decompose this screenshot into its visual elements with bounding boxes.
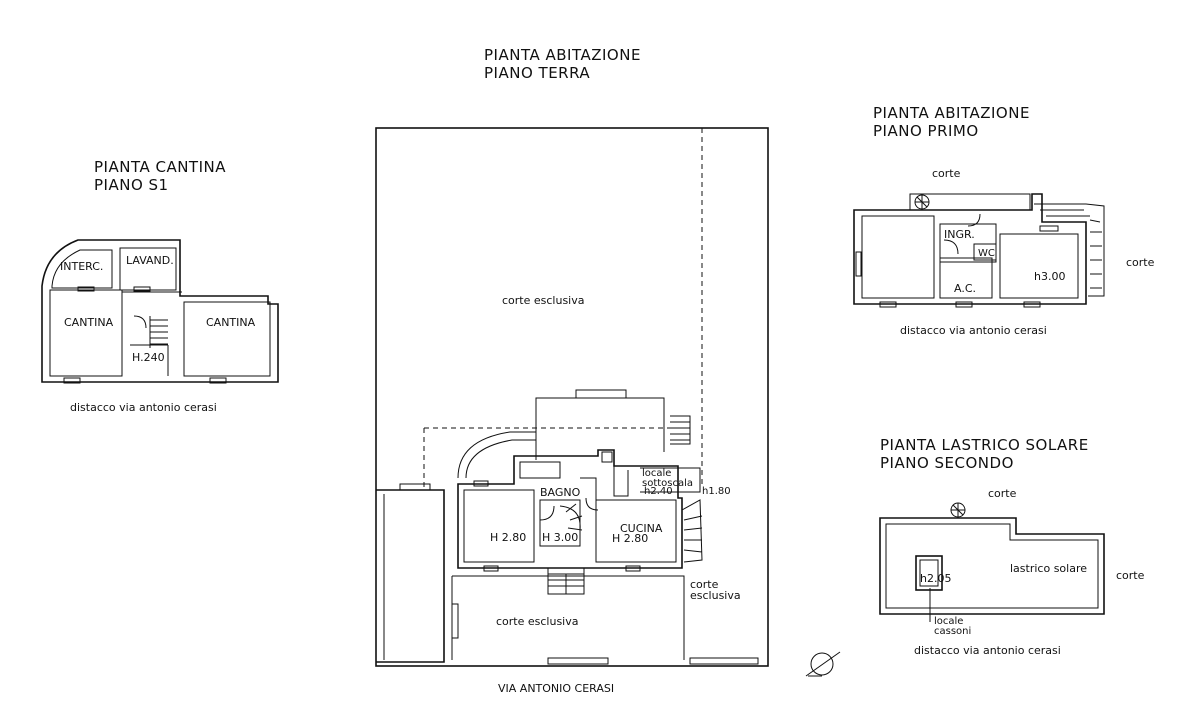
primo-outline bbox=[853, 193, 1087, 305]
terrace-curve bbox=[457, 431, 536, 479]
cantina-window bbox=[133, 286, 151, 292]
terra-title-1: PIANTA ABITAZIONE bbox=[484, 46, 641, 64]
court-gate-right bbox=[689, 657, 759, 665]
stair-height: h1.80 bbox=[702, 486, 731, 497]
secondo-title-2: PIANO SECONDO bbox=[880, 454, 1014, 472]
cantina-window bbox=[209, 377, 227, 384]
room-ingr: INGR. bbox=[944, 228, 975, 241]
sottoscala-height: h2.40 bbox=[644, 486, 673, 497]
corte-esclusiva-top: corte esclusiva bbox=[502, 294, 585, 307]
column-marker bbox=[601, 451, 613, 463]
room-bagno: BAGNO bbox=[540, 486, 581, 499]
secondo-corte-right: corte bbox=[1116, 569, 1145, 582]
primo-window bbox=[955, 301, 973, 308]
secondo-distacco: distacco via antonio cerasi bbox=[914, 644, 1061, 657]
street-label: VIA ANTONIO CERASI bbox=[498, 682, 614, 695]
primo-door-swings bbox=[943, 213, 981, 255]
ac-fan-icon bbox=[950, 502, 966, 518]
corte-esclusiva-right-1: corte bbox=[690, 578, 719, 591]
north-arrow-icon bbox=[805, 651, 841, 677]
bagno-stair bbox=[559, 503, 583, 531]
side-stair-upper bbox=[670, 415, 691, 445]
cantina-distacco: distacco via antonio cerasi bbox=[70, 401, 217, 414]
corte-esclusiva-right-2: esclusiva bbox=[690, 589, 741, 602]
terra-door-swings bbox=[539, 497, 599, 521]
locale-cassoni bbox=[915, 555, 943, 591]
cantina-window bbox=[77, 286, 95, 292]
primo-corte-right: corte bbox=[1126, 256, 1155, 269]
cantina-height: H.240 bbox=[132, 351, 165, 364]
court-gate bbox=[451, 603, 459, 639]
room-height-right: H 2.80 bbox=[612, 532, 648, 545]
cantina-plan: PIANTA CANTINA PIANO S1 INTERC. LAVAND. … bbox=[41, 158, 279, 414]
cantina-window bbox=[63, 377, 81, 384]
secondo-inner bbox=[885, 523, 1099, 609]
cantina-partitions bbox=[49, 247, 271, 377]
cassoni-label: cassoni bbox=[934, 626, 971, 637]
room-height-left: H 2.80 bbox=[490, 531, 526, 544]
room-interc: INTERC. bbox=[60, 260, 103, 273]
secondo-title-1: PIANTA LASTRICO SOLARE bbox=[880, 436, 1089, 454]
room-cantina-right: CANTINA bbox=[206, 316, 256, 329]
terra-window bbox=[483, 565, 499, 572]
terra-window bbox=[625, 565, 641, 572]
secondo-corte-top: corte bbox=[988, 487, 1017, 500]
locale-label: locale bbox=[934, 616, 963, 627]
terra-window bbox=[399, 483, 431, 491]
primo-height: h3.00 bbox=[1034, 270, 1065, 283]
court-gate-bottom bbox=[547, 657, 609, 665]
terra-plan: PIANTA ABITAZIONE PIANO TERRA bbox=[375, 46, 769, 695]
room-cantina-left: CANTINA bbox=[64, 316, 114, 329]
terra-window bbox=[473, 480, 489, 487]
primo-plan: PIANTA ABITAZIONE PIANO PRIMO corte cort… bbox=[853, 104, 1155, 337]
corte-esclusiva-bottom: corte esclusiva bbox=[496, 615, 579, 628]
side-stair-lower bbox=[681, 499, 703, 563]
primo-window bbox=[879, 301, 897, 308]
primo-window bbox=[1023, 301, 1041, 308]
primo-corte-top: corte bbox=[932, 167, 961, 180]
lot-boundary bbox=[375, 127, 769, 667]
room-wc: WC bbox=[978, 248, 995, 259]
room-height-middle: H 3.00 bbox=[542, 531, 578, 544]
room-cucina: CUCINA bbox=[620, 522, 663, 535]
primo-inner-walls bbox=[861, 215, 1079, 299]
lastrico-solare-label: lastrico solare bbox=[1010, 562, 1087, 575]
room-ac: A.C. bbox=[954, 282, 976, 295]
cassoni-height: h2.05 bbox=[920, 572, 951, 585]
cantina-door-swing bbox=[133, 315, 147, 329]
locale-sottoscala-box bbox=[640, 467, 701, 493]
primo-title-1: PIANTA ABITAZIONE bbox=[873, 104, 1030, 122]
primo-title-2: PIANO PRIMO bbox=[873, 122, 979, 140]
terrace-curve-inner bbox=[465, 439, 536, 479]
cantina-title-2: PIANO S1 bbox=[94, 176, 169, 194]
secondo-outline bbox=[879, 517, 1105, 615]
primo-stair bbox=[1034, 203, 1105, 297]
locale-cassoni-inner bbox=[919, 559, 939, 587]
cantina-outline bbox=[41, 239, 279, 383]
house-inner-walls bbox=[463, 461, 677, 563]
entrance-steps bbox=[547, 568, 585, 595]
terra-title-2: PIANO TERRA bbox=[484, 64, 590, 82]
terrace-window bbox=[575, 389, 627, 399]
sottoscala-label: sottoscala bbox=[642, 478, 693, 489]
cantina-title-1: PIANTA CANTINA bbox=[94, 158, 226, 176]
room-lavand: LAVAND. bbox=[126, 254, 174, 267]
left-annex bbox=[376, 489, 445, 663]
primo-window bbox=[1039, 225, 1059, 232]
primo-balcony bbox=[909, 193, 1031, 211]
primo-distacco: distacco via antonio cerasi bbox=[900, 324, 1047, 337]
cantina-stairs bbox=[149, 316, 168, 348]
ac-fan-icon bbox=[914, 194, 930, 210]
secondo-plan: PIANTA LASTRICO SOLARE PIANO SECONDO cor… bbox=[879, 436, 1145, 657]
locale-label: locale bbox=[642, 468, 671, 479]
primo-window bbox=[855, 251, 862, 277]
